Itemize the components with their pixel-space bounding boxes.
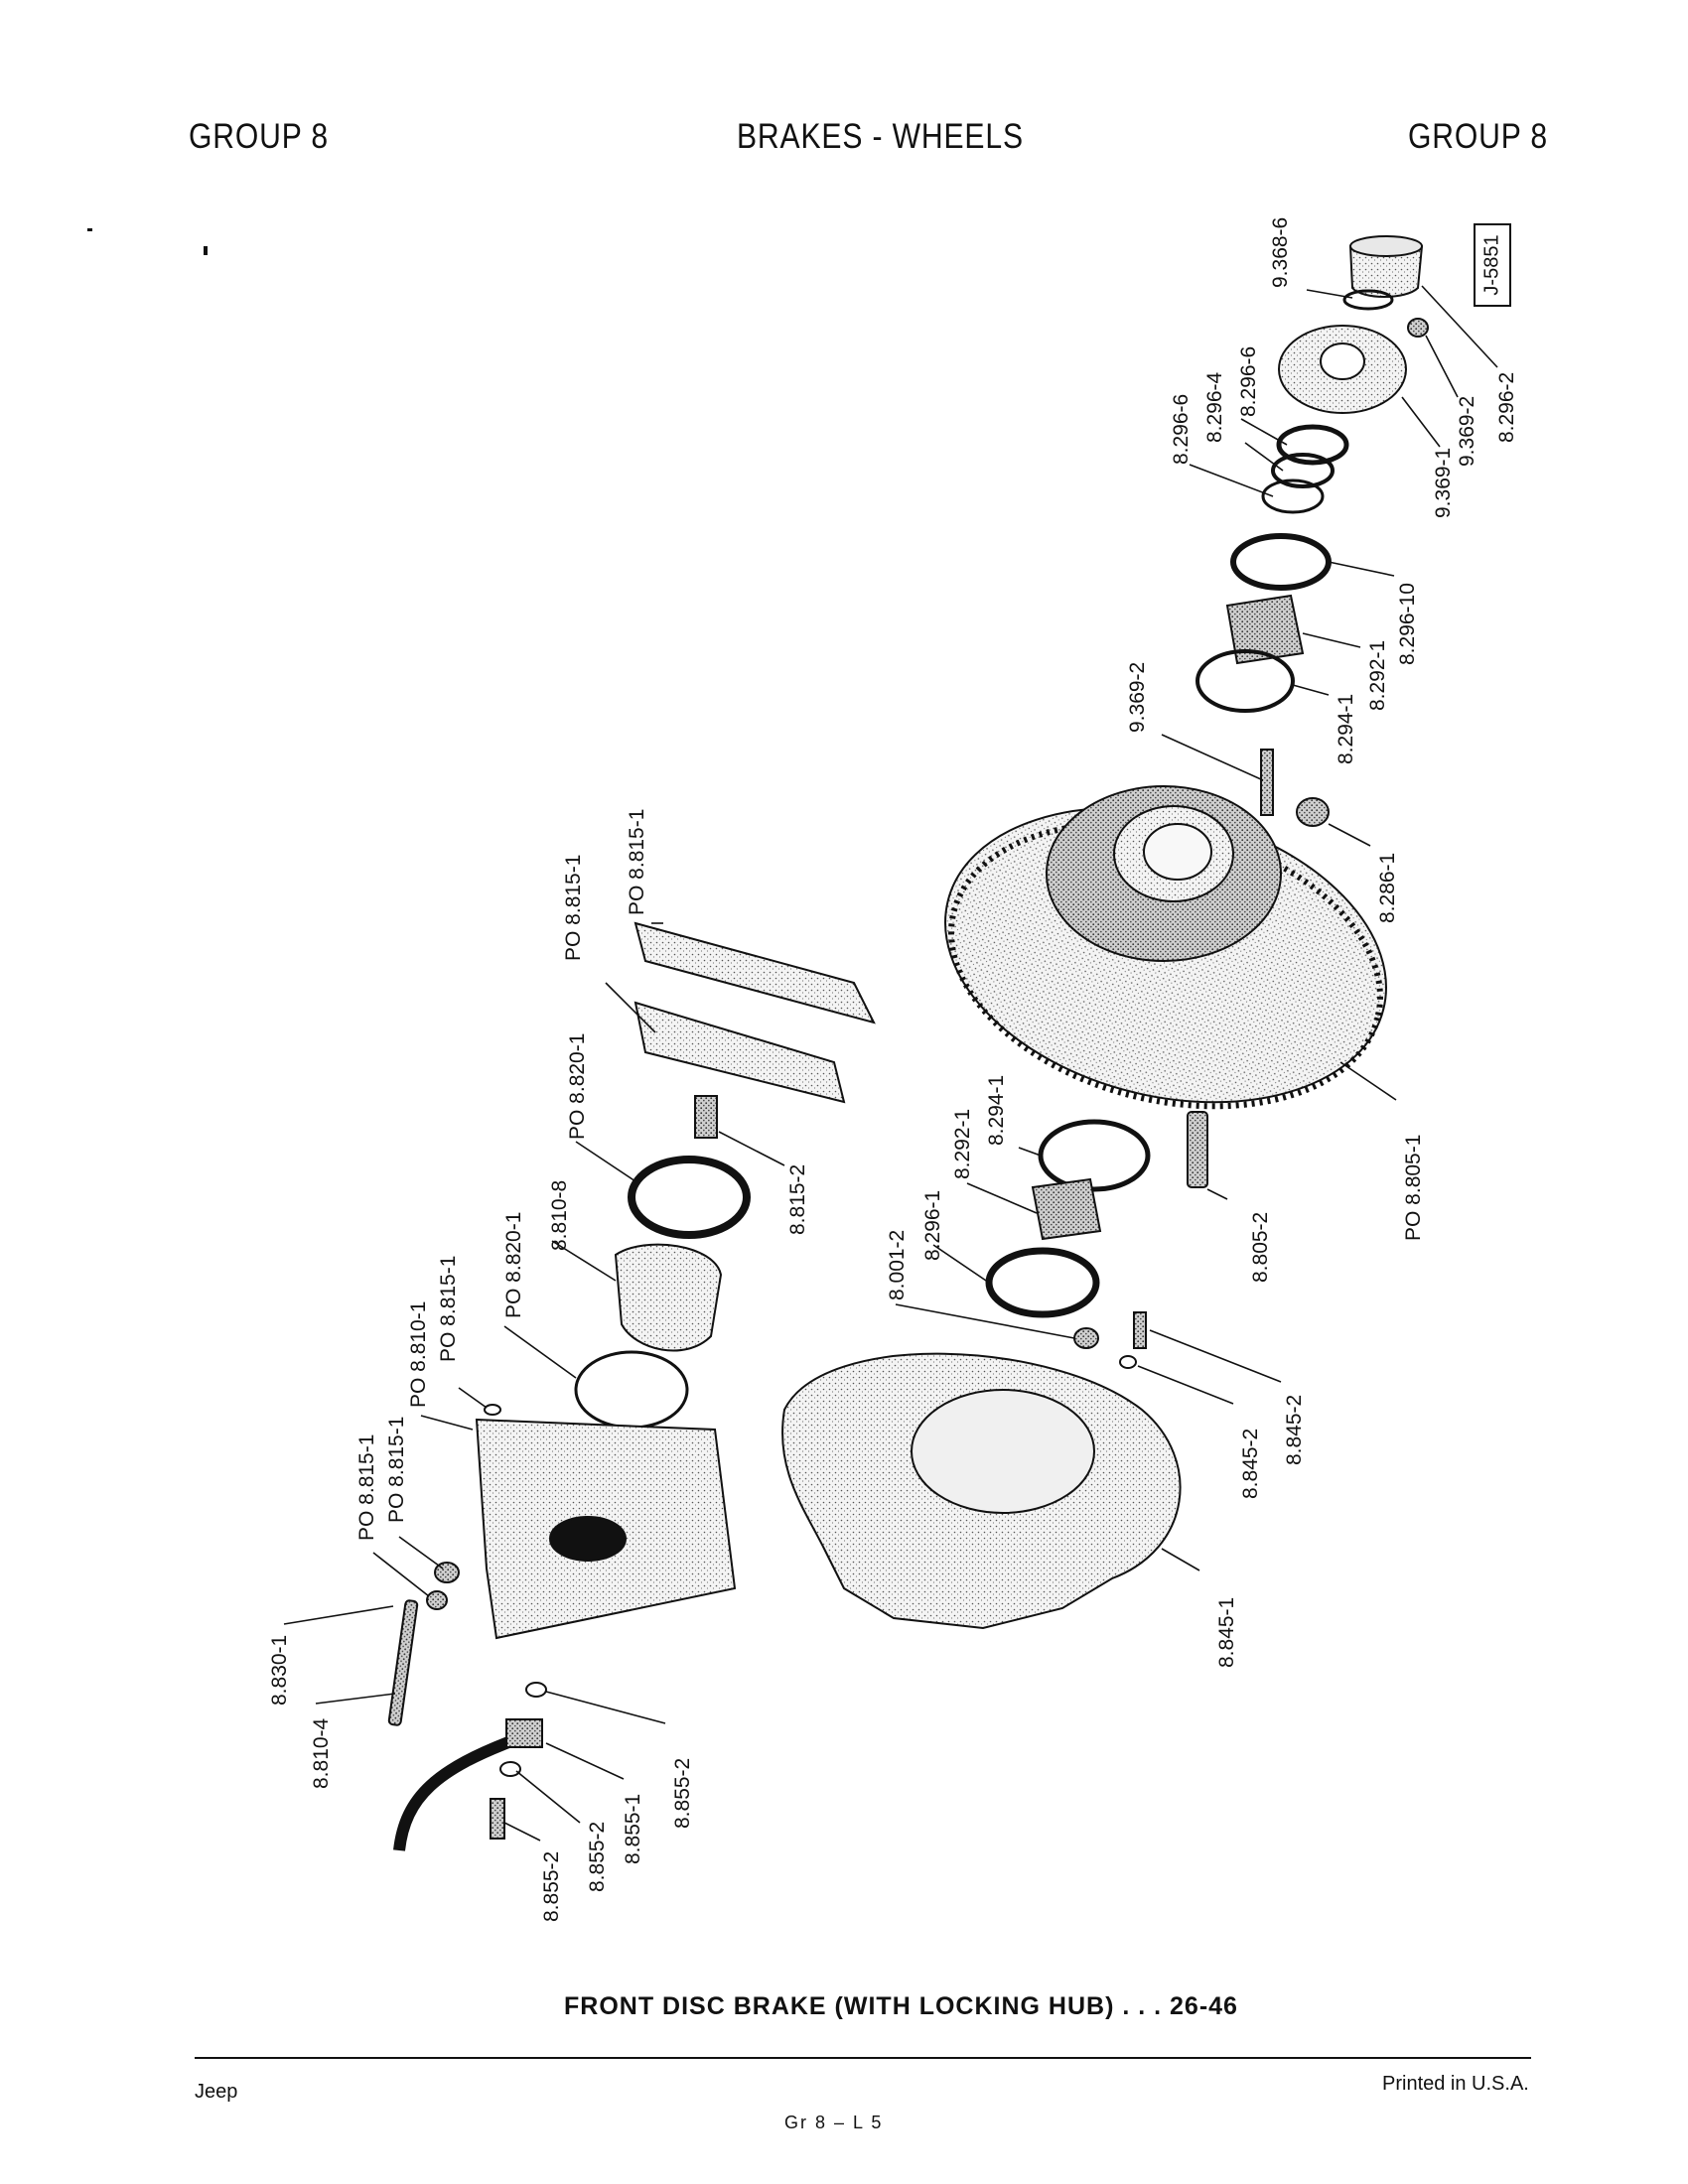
brake-rotor xyxy=(944,785,1387,1110)
inner-bearing-parts xyxy=(985,1111,1208,1369)
callout-po-8-815-1-d: PO 8.815-1 xyxy=(385,1417,408,1523)
piston-boot xyxy=(628,1156,751,1239)
anti-rattle-clip xyxy=(694,1095,718,1139)
callout-8-845-2-a: 8.845-2 xyxy=(1283,1395,1306,1465)
callout-8-296-1: 8.296-1 xyxy=(921,1190,944,1261)
caliper-bleeder-small xyxy=(484,1404,501,1416)
brake-hose xyxy=(393,1733,519,1851)
inner-bearing-cone xyxy=(1031,1177,1102,1241)
header-title: BRAKES - WHEELS xyxy=(737,117,1024,156)
rotor-bolt xyxy=(1187,1111,1208,1188)
leader-lines xyxy=(283,285,1498,1842)
caliper-mounting-bolt xyxy=(387,1599,419,1726)
fitting-washer xyxy=(525,1682,547,1698)
footer-brand: Jeep xyxy=(195,2081,238,2103)
figure-id-box: J-5851 xyxy=(1474,223,1511,307)
splash-washer xyxy=(1119,1355,1137,1369)
footer-printed-note: Printed in U.S.A. xyxy=(1382,2073,1529,2095)
callout-8-294-1-a: 8.294-1 xyxy=(1335,694,1357,764)
inner-bearing-cup xyxy=(1038,1119,1151,1192)
callout-8-855-2-a: 8.855-2 xyxy=(671,1758,694,1829)
callout-8-855-2-b: 8.855-2 xyxy=(586,1822,609,1892)
hub-washer-1 xyxy=(1276,424,1349,466)
scan-speck xyxy=(87,228,92,231)
callout-po-8-815-1-b: PO 8.815-1 xyxy=(562,855,585,961)
callout-8-286-1: 8.286-1 xyxy=(1376,853,1399,923)
hub-nut xyxy=(1407,318,1429,338)
small-nut xyxy=(1073,1327,1099,1349)
callout-8-855-1: 8.855-1 xyxy=(622,1794,644,1864)
caliper-piston xyxy=(614,1243,723,1352)
hub-washer-2 xyxy=(1271,453,1335,488)
hose-bolt xyxy=(490,1798,505,1840)
callout-8-855-2-c: 8.855-2 xyxy=(540,1851,563,1922)
header-group-right: GROUP 8 xyxy=(1408,117,1548,156)
callout-po-8-805-1: PO 8.805-1 xyxy=(1402,1135,1425,1241)
callout-8-294-1-b: 8.294-1 xyxy=(985,1075,1008,1146)
snap-ring xyxy=(1342,289,1394,311)
callout-po-8-820-1-a: PO 8.820-1 xyxy=(566,1033,589,1140)
callout-po-8-815-1-e: PO 8.815-1 xyxy=(355,1434,378,1541)
callout-labels: 9.368-6 8.296-2 9.369-2 9.369-1 8.296-6 … xyxy=(268,217,1518,1922)
callout-8-296-10: 8.296-10 xyxy=(1396,583,1419,665)
callout-8-296-6-b: 8.296-6 xyxy=(1170,394,1193,465)
splash-shield xyxy=(781,1352,1182,1630)
callout-8-001-2: 8.001-2 xyxy=(886,1230,909,1300)
callout-8-845-1: 8.845-1 xyxy=(1215,1597,1238,1668)
callout-8-815-2: 8.815-2 xyxy=(786,1164,809,1235)
callout-8-810-8: 8.810-8 xyxy=(548,1180,571,1251)
outer-brake-pad xyxy=(633,921,876,1024)
callout-po-8-810-1: PO 8.810-1 xyxy=(407,1301,430,1408)
figure-caption: FRONT DISC BRAKE (WITH LOCKING HUB) . . … xyxy=(564,1992,1238,2020)
callout-8-296-2-a: 8.296-2 xyxy=(1495,372,1518,443)
callout-po-8-815-1-a: PO 8.815-1 xyxy=(626,809,648,915)
inner-brake-pad xyxy=(633,1001,846,1104)
callout-8-805-2: 8.805-2 xyxy=(1249,1212,1272,1283)
hub-washer-3 xyxy=(1261,478,1325,514)
callout-9-369-2-b: 9.369-2 xyxy=(1126,662,1149,733)
hub-cap-rim xyxy=(1349,235,1423,257)
bleeder-cap xyxy=(426,1590,448,1610)
caliper-parts xyxy=(387,921,876,1851)
callout-8-296-6-a: 8.296-6 xyxy=(1237,346,1260,417)
callout-8-845-2-b: 8.845-2 xyxy=(1239,1429,1262,1499)
wheel-stud xyxy=(1260,749,1274,816)
callout-9-369-2-a: 9.369-2 xyxy=(1456,396,1478,467)
outer-bearing-cone xyxy=(1225,594,1305,665)
piston-seal xyxy=(574,1350,689,1430)
brake-hose-fitting xyxy=(505,1718,543,1748)
callout-8-830-1: 8.830-1 xyxy=(268,1635,291,1706)
lug-nut xyxy=(1296,797,1330,827)
footer-page-number: Gr 8 – L 5 xyxy=(784,2113,884,2132)
callout-8-810-4: 8.810-4 xyxy=(310,1717,333,1789)
rotor-hub-bore xyxy=(1143,823,1212,881)
scan-speck xyxy=(204,246,208,255)
splash-bolt xyxy=(1133,1311,1147,1349)
callout-po-8-820-1-b: PO 8.820-1 xyxy=(502,1212,525,1318)
fitting-washer-lower xyxy=(499,1761,521,1777)
outer-bearing-cup xyxy=(1196,649,1295,713)
callout-8-296-4: 8.296-4 xyxy=(1203,371,1226,443)
inner-seal xyxy=(985,1247,1100,1318)
footer-divider xyxy=(195,2057,1531,2059)
callout-po-8-815-1-c: PO 8.815-1 xyxy=(437,1256,460,1362)
header-group-left: GROUP 8 xyxy=(189,117,329,156)
splash-shield-opening xyxy=(911,1389,1095,1514)
callout-9-368-6: 9.368-6 xyxy=(1269,217,1292,288)
caliper-piston-bore xyxy=(549,1516,627,1562)
seal xyxy=(1230,533,1332,591)
hub-parts xyxy=(1196,235,1429,827)
locking-hub-center xyxy=(1320,342,1365,380)
callout-8-292-1-b: 8.292-1 xyxy=(951,1109,974,1179)
callout-9-369-1: 9.369-1 xyxy=(1432,448,1455,518)
callout-8-292-1-a: 8.292-1 xyxy=(1366,640,1389,711)
